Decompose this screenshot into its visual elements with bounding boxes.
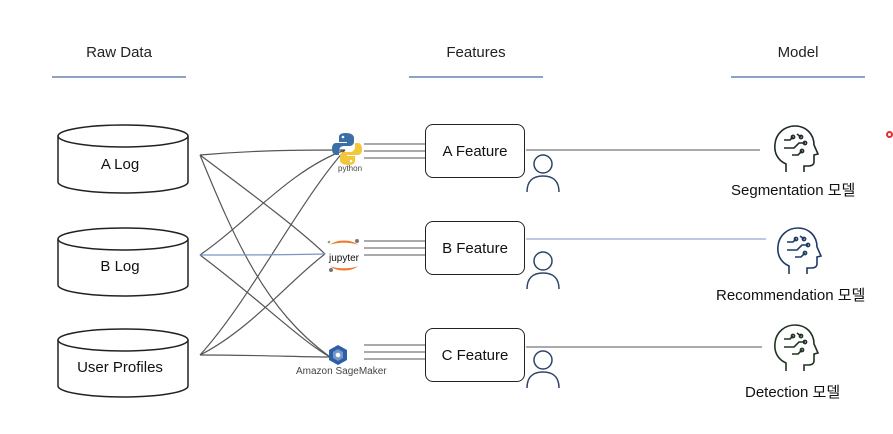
detection-model-label: Detection 모델 <box>745 384 841 401</box>
raw-data-header-rule <box>52 76 186 78</box>
user-icon-a <box>526 154 560 193</box>
model-header-rule <box>731 76 865 78</box>
user-profiles-cylinder <box>57 328 189 398</box>
crossing-flow-lines <box>199 149 346 358</box>
recommendation-brain-icon <box>777 227 823 274</box>
tool-to-feature-b-lines <box>364 240 425 256</box>
tool-to-feature-c-lines <box>364 344 425 360</box>
feature-c-box: C Feature <box>425 328 525 382</box>
feature-b-box: B Feature <box>425 221 525 275</box>
sagemaker-logo-icon <box>329 345 347 365</box>
segmentation-brain-icon <box>774 125 820 172</box>
a-log-label: A Log <box>101 156 139 173</box>
detection-brain-icon <box>774 324 820 371</box>
sagemaker-logo-label: Amazon SageMaker <box>296 366 387 377</box>
model-header: Model <box>777 44 819 61</box>
raw-data-header: Raw Data <box>86 44 152 61</box>
jupyter-logo-icon <box>327 239 359 272</box>
crossing-flow-lines-blue <box>199 253 326 256</box>
jupyter-logo-label: jupyter <box>328 253 360 264</box>
user-icon-c <box>526 350 560 389</box>
segmentation-model-label: Segmentation 모델 <box>731 182 856 199</box>
recommendation-model-label: Recommendation 모델 <box>716 287 866 304</box>
cursor-marker-icon <box>886 131 893 138</box>
python-logo-label: python <box>338 164 363 173</box>
user-profiles-label: User Profiles <box>77 359 163 376</box>
user-icon-b <box>526 251 560 290</box>
features-header-rule <box>409 76 543 78</box>
python-logo-icon <box>332 133 362 165</box>
feature-a-box: A Feature <box>425 124 525 178</box>
tool-to-feature-a-lines <box>364 143 425 159</box>
b-log-label: B Log <box>100 258 139 275</box>
a-log-cylinder <box>57 124 189 194</box>
features-header: Features <box>446 44 506 61</box>
b-log-cylinder <box>57 227 189 297</box>
